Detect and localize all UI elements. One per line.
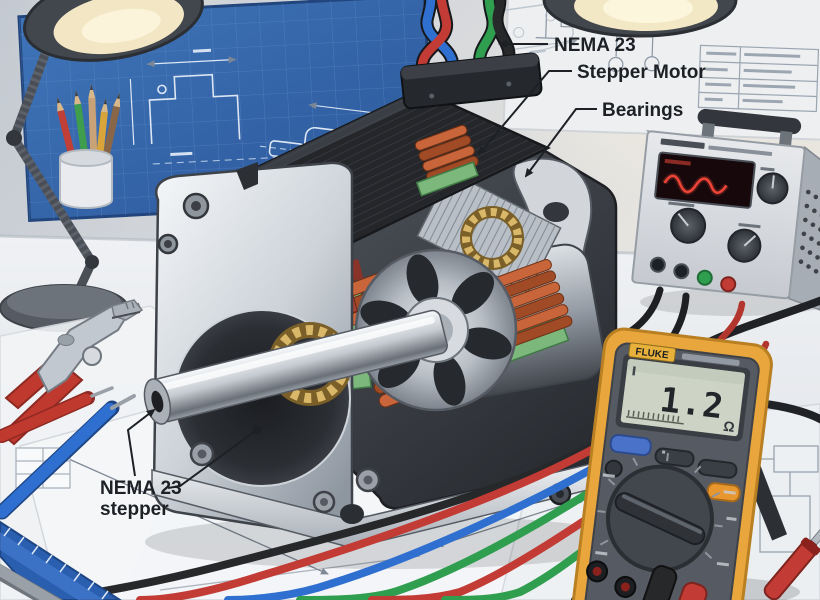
multimeter: 1.2 Ω FLUKE [571,327,788,600]
desk-lamp-left [0,0,204,332]
gray-tool [0,563,64,600]
motor-wires [415,0,516,81]
leader-stepper-motor [477,70,572,156]
power-supply-jacks[interactable] [649,256,737,293]
red-probe-plug[interactable] [670,580,709,600]
blue-ruler [0,520,122,600]
rotary-dial[interactable] [591,445,730,577]
label-stepper-motor: Stepper Motor [577,62,706,83]
shaft-bore [151,390,164,413]
lcd-value: 1.2 [658,380,727,428]
base-screws [189,441,572,524]
stepper-motor [143,0,618,549]
faceplate-screws [157,192,210,255]
wire-green [475,0,498,71]
lcd-bargraph [626,409,684,425]
multimeter-jacks[interactable] [584,560,638,598]
fluke-badge [628,342,677,363]
power-supply-display [654,151,756,209]
motor-shaft [143,309,448,425]
colored-pencils [57,84,121,163]
power-supply-knobs[interactable] [668,163,789,265]
label-bearings: Bearings [602,100,683,121]
bobbin-green-top [415,161,479,197]
pencil-cup [57,84,121,209]
power-supply-handle [697,108,802,135]
label-nema23-caption-2: stepper [100,499,169,520]
fluke-brand: FLUKE [635,346,670,361]
power-supply [631,108,820,311]
blue-probe [0,394,136,520]
wire-red [417,0,452,79]
model-text-bar [681,353,740,366]
motor-connector-block [400,52,543,110]
rear-bearing [460,206,524,270]
power-supply-brand-bar [660,138,705,149]
lcd-annunciator [632,366,636,376]
lcd-unit: Ω [723,418,736,435]
wire-black [492,0,514,67]
black-probe-plug[interactable] [639,564,679,600]
lamp-shade-left [23,0,204,62]
gray-button-2[interactable] [697,458,738,479]
callout-labels: NEMA 23 Stepper Motor Bearings NEMA 23 s… [100,35,706,520]
blue-button[interactable] [609,433,652,457]
label-nema23-caption-1: NEMA 23 [100,478,182,499]
desk-lamp-right [542,0,738,38]
gray-button-1[interactable] [654,447,695,468]
label-nema23: NEMA 23 [554,35,636,56]
leader-bearings [524,108,597,178]
red-test-probe [763,524,820,600]
red-probe [0,386,114,443]
probe-plugs[interactable] [638,564,711,600]
leader-caption-arrow [126,408,156,477]
dial-markings [595,450,737,567]
wire-blue [422,0,458,75]
vent-holes [798,189,820,274]
leader-caption-dot [167,431,255,489]
